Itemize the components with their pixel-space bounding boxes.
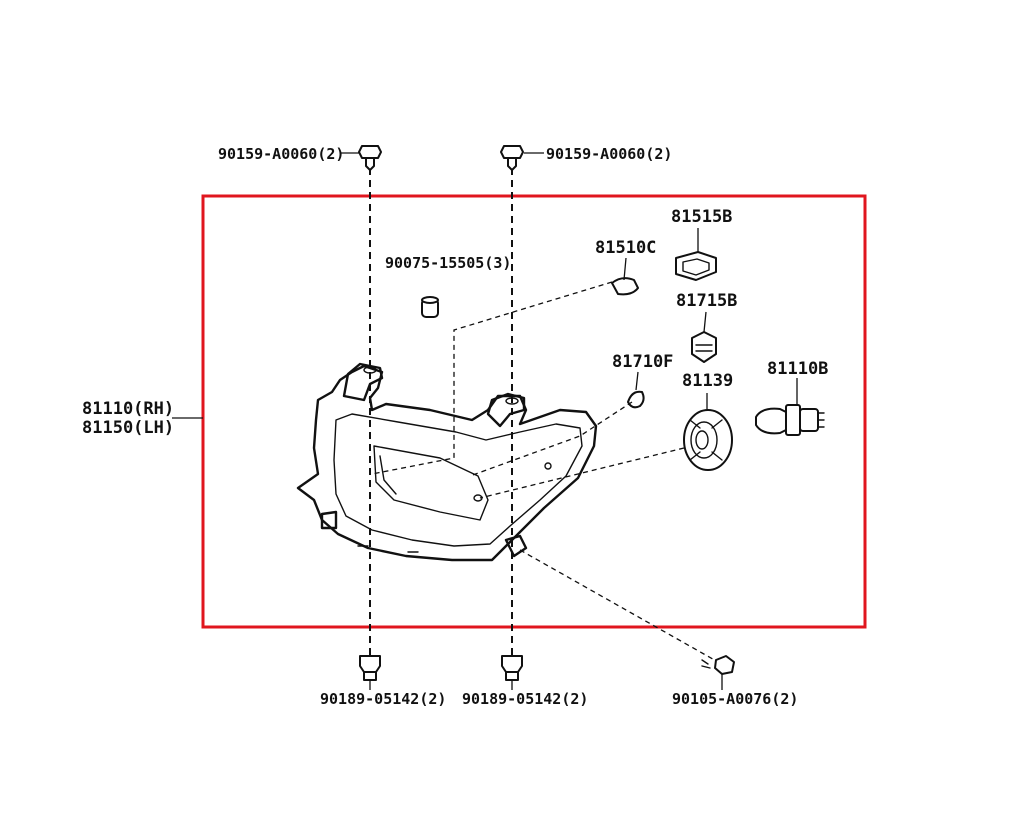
cover-81139-icon[interactable]	[683, 393, 733, 471]
label-collar: 90075-15505(3)	[385, 254, 511, 272]
headlamp-housing[interactable]	[296, 362, 598, 562]
assembly-line-collar	[371, 281, 613, 475]
label-81715b: 81715B	[676, 291, 737, 311]
bolt-top-right-icon[interactable]	[500, 145, 524, 171]
label-bolt-top-left: 90159-A0060(2)	[218, 145, 344, 163]
bulb-81710f-icon[interactable]	[627, 371, 645, 409]
screw-bottom-icon[interactable]	[701, 655, 735, 690]
assembly-highlight-box	[201, 194, 867, 629]
assembly-line-screw	[519, 549, 719, 663]
label-bolt-top-right: 90159-A0060(2)	[546, 145, 672, 163]
label-clip-bottom-left: 90189-05142(2)	[320, 690, 446, 708]
socket-81715b-icon[interactable]	[691, 311, 717, 363]
label-assembly-rh: 81110(RH)	[82, 399, 174, 419]
assembly-line-81710f	[469, 401, 633, 477]
wedge-bulb-81510c-icon[interactable]	[611, 257, 639, 296]
label-81515b: 81515B	[671, 207, 732, 227]
bulb-81110b-icon[interactable]	[755, 378, 825, 436]
label-81110b: 81110B	[767, 359, 828, 379]
label-81510c: 81510C	[595, 238, 656, 258]
label-81139: 81139	[682, 371, 733, 391]
bolt-top-left-icon[interactable]	[358, 145, 382, 171]
clip-bottom-right-icon[interactable]	[501, 655, 523, 690]
clip-bottom-left-icon[interactable]	[359, 655, 381, 690]
assembly-line-81139	[479, 447, 685, 499]
label-screw-bottom: 90105-A0076(2)	[672, 690, 798, 708]
collar-icon[interactable]	[421, 296, 439, 318]
socket-81515b-icon[interactable]	[675, 228, 717, 281]
label-clip-bottom-right: 90189-05142(2)	[462, 690, 588, 708]
label-81710f: 81710F	[612, 352, 673, 372]
label-assembly-lh: 81150(LH)	[82, 418, 174, 438]
